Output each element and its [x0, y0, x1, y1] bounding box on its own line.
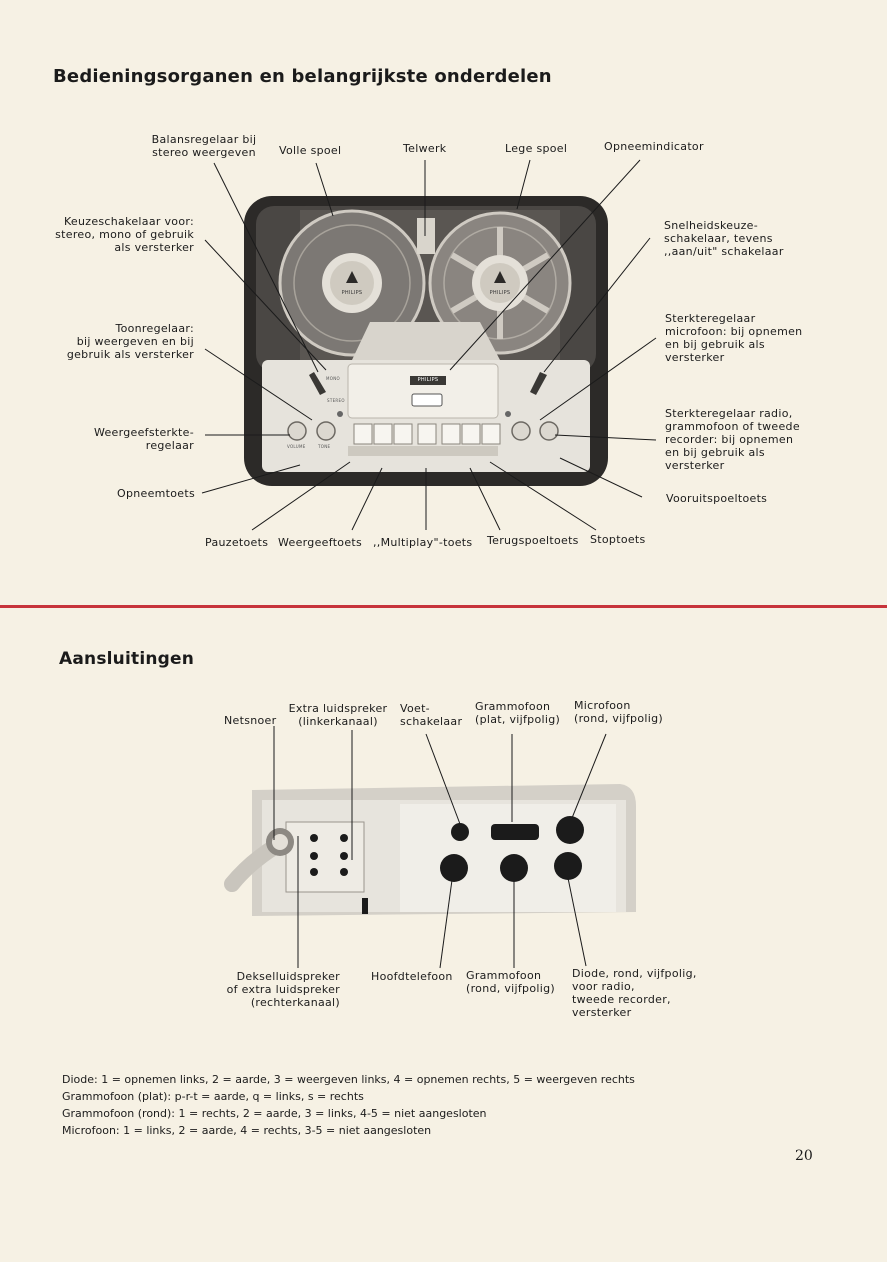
label-terugspoeltoets: Terugspoeltoets — [487, 534, 579, 547]
section-divider — [0, 605, 887, 608]
label-extra-luidspreker: Extra luidspreker (linkerkanaal) — [288, 702, 388, 728]
label-grammofoon-rond: Grammofoon (rond, vijfpolig) — [466, 969, 555, 995]
label-volle-spoel: Volle spoel — [279, 144, 342, 157]
reel-brand-left: PHILIPS — [341, 290, 363, 296]
label-snelheidskeuze: Snelheidskeuze- schakelaar, tevens ,,aan… — [664, 219, 784, 258]
label-hoofdtelefoon: Hoofdtelefoon — [371, 970, 453, 983]
empty-reel — [428, 211, 572, 355]
label-mono: MONO — [326, 376, 340, 381]
label-sterkteregelaar-microfoon: Sterkteregelaar microfoon: bij opnemen e… — [665, 312, 803, 364]
label-voetschakelaar: Voet- schakelaar — [400, 702, 463, 728]
label-lege-spoel: Lege spoel — [505, 142, 568, 155]
label-weergeefsterkte: Weergeefsterkte- regelaar — [93, 426, 194, 452]
label-opneemtoets: Opneemtoets — [117, 487, 196, 500]
legend-line: Diode: 1 = opnemen links, 2 = aarde, 3 =… — [62, 1073, 635, 1086]
full-reel — [278, 209, 426, 357]
label-telwerk: Telwerk — [403, 142, 447, 155]
label-stereo: STEREO — [327, 398, 345, 403]
label-diode: Diode, rond, vijfpolig, voor radio, twee… — [572, 967, 697, 1019]
legend-line: Grammofoon (plat): p-r-t = aarde, q = li… — [62, 1090, 364, 1103]
connections-panel-illustration — [224, 784, 636, 916]
page-number: 20 — [795, 1148, 813, 1164]
label-vooruitspoeltoets: Vooruitspoeltoets — [666, 492, 768, 505]
label-sterkteregelaar-radio: Sterkteregelaar radio, grammofoon of twe… — [665, 407, 800, 472]
label-multiplay: ,,Multiplay"-toets — [373, 536, 473, 549]
label-balansregelaar: Balansregelaar bij stereo weergeven — [151, 133, 257, 159]
reel-brand-right: PHILIPS — [489, 290, 511, 296]
label-toonregelaar: Toonregelaar: bij weergeven en bij gebru… — [66, 322, 194, 361]
knob-label-tone: TONE — [318, 444, 331, 449]
label-netsnoer: Netsnoer — [224, 714, 277, 727]
label-keuzeschakelaar: Keuzeschakelaar voor: stereo, mono of ge… — [55, 215, 194, 254]
label-microfoon: Microfoon (rond, vijfpolig) — [574, 699, 663, 725]
label-weergeeftoets: Weergeeftoets — [278, 536, 363, 549]
label-pauzetoets: Pauzetoets — [205, 536, 269, 549]
label-opneemindicator: Opneemindicator — [604, 140, 704, 153]
cabinet — [244, 196, 608, 486]
legend-line: Microfoon: 1 = links, 2 = aarde, 4 = rec… — [62, 1124, 432, 1137]
knob-label-volume: VOLUME — [287, 444, 306, 449]
section-title-controls: Bedieningsorganen en belangrijkste onder… — [53, 66, 552, 87]
section-title-connections: Aansluitingen — [59, 649, 195, 669]
label-dekselluidspreker: Dekselluidspreker of extra luidspreker (… — [226, 970, 340, 1009]
legend-line: Grammofoon (rond): 1 = rechts, 2 = aarde… — [62, 1107, 487, 1120]
label-grammofoon-plat: Grammofoon (plat, vijfpolig) — [475, 700, 561, 726]
label-stoptoets: Stoptoets — [590, 533, 646, 546]
panel-brand: PHILIPS — [417, 377, 439, 383]
pin-legend: Diode: 1 = opnemen links, 2 = aarde, 3 =… — [62, 1071, 635, 1139]
